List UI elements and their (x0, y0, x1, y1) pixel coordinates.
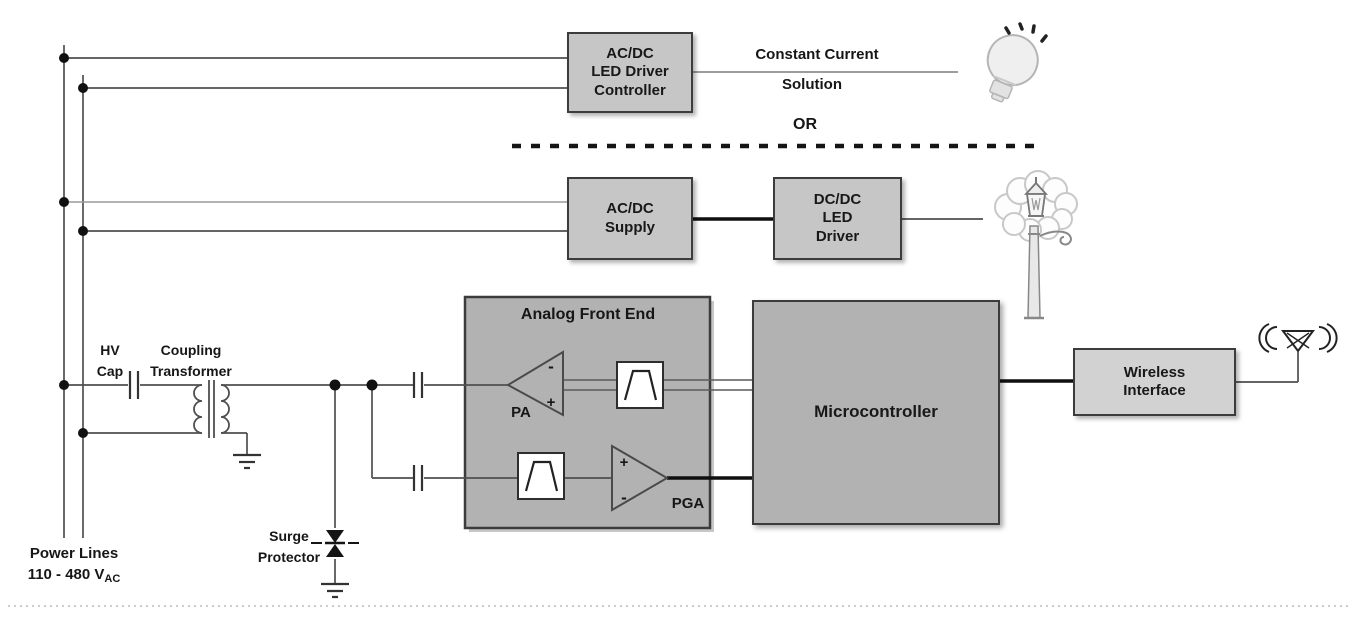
block-label-line: LED (822, 209, 853, 227)
power-lines (63, 45, 84, 538)
label-line: OR (793, 116, 817, 133)
label-line: Coupling (160, 342, 222, 358)
pa-amplifier-icon: - + PA (505, 350, 564, 421)
block-label-line: Supply (604, 218, 655, 236)
label-line: Power Lines (29, 545, 119, 562)
pga-plus-sign: + (620, 454, 629, 471)
surge-protector-label: Surge Protector (258, 526, 320, 568)
label-line: Constant Current (755, 46, 879, 63)
acdc-supply-block: AC/DC Supply (567, 177, 693, 260)
led-bulb-icon (986, 22, 1048, 103)
pa-plus-sign: + (547, 394, 556, 411)
or-divider-label: OR (793, 114, 817, 135)
bandpass-filter-top-icon (616, 361, 664, 409)
row2-wires (64, 201, 983, 232)
junction-dots (59, 53, 378, 438)
block-label-line: Microcontroller (814, 402, 938, 422)
hv-cap-label: HV Cap (97, 340, 123, 382)
voltage-text: 110 - 480 V (27, 566, 105, 583)
pa-minus-sign: - (548, 357, 554, 376)
label-line: HV (100, 342, 120, 358)
pga-label: PGA (672, 495, 705, 512)
surge-protector-diode-icon (311, 530, 359, 599)
power-lines-label: Power Lines 110 - 480 VAC (28, 543, 121, 590)
label-line: Protector (257, 549, 321, 565)
pga-minus-sign: - (621, 488, 627, 507)
antenna-icon (1258, 323, 1338, 353)
voltage-line: 110 - 480 VAC (28, 564, 121, 590)
street-lamp-icon (994, 170, 1078, 320)
coupling-path-wires (64, 384, 413, 584)
block-label-line: AC/DC (606, 200, 654, 218)
coupling-transformer-symbol (193, 380, 230, 438)
pa-label: PA (511, 404, 531, 421)
lamp-lantern (1023, 177, 1049, 217)
dcdc-led-driver-block: DC/DC LED Driver (773, 177, 902, 260)
label-line: Surge (269, 528, 309, 544)
constant-current-label-line1: Constant Current (755, 44, 878, 65)
bulb-rays (1004, 22, 1048, 43)
block-label-line: DC/DC (813, 191, 862, 209)
lamp-pole (1024, 225, 1072, 320)
block-label-line: Driver (815, 227, 860, 245)
bandpass-filter-bottom-icon (517, 452, 565, 500)
lamp-glow-cloud (994, 170, 1078, 242)
row1-wires (64, 57, 958, 89)
block-label-line: LED Driver (591, 63, 669, 81)
microcontroller-block: Microcontroller (752, 300, 1000, 525)
block-label-line: Interface (1123, 382, 1186, 399)
pga-amplifier-icon: + - PGA (611, 444, 705, 512)
afe-title-text: Analog Front End (520, 306, 656, 323)
afe-coupling-caps (412, 372, 424, 491)
label-line: Solution (782, 76, 842, 93)
label-line: Transformer (150, 363, 232, 379)
acdc-led-driver-controller-block: AC/DC LED Driver Controller (567, 32, 693, 113)
coupling-transformer-label: Coupling Transformer (150, 340, 232, 382)
voltage-subscript: AC (104, 573, 121, 585)
block-label-line: AC/DC (606, 45, 654, 63)
analog-front-end-block (463, 295, 714, 532)
block-label-line: Controller (594, 81, 666, 99)
wireless-interface-block: Wireless Interface (1073, 348, 1236, 416)
constant-current-label-line2: Solution (782, 74, 842, 95)
hv-cap-symbol (128, 371, 140, 399)
analog-front-end-title: Analog Front End (521, 304, 655, 325)
label-line: Cap (96, 363, 124, 379)
transformer-ground-icon (233, 453, 261, 470)
block-label-line: Wireless (1123, 363, 1186, 381)
output-wires (1000, 352, 1299, 383)
